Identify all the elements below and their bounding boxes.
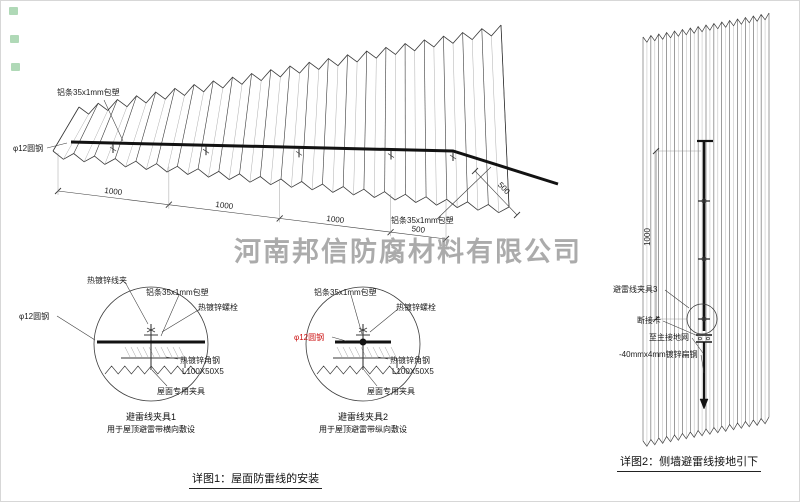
roof-linework [46, 24, 559, 243]
detail2-title: 避雷线夹具2 [337, 412, 388, 422]
wall-label-clamp3: 避雷线夹具3 [613, 285, 658, 294]
roof-dim-span2: 1000 [215, 200, 234, 211]
roof-label-strip-top: 铝条35x1mm包塑 [57, 88, 120, 97]
detail1-label-round-steel: φ12圆钢 [19, 312, 50, 321]
stamp-mark [9, 7, 18, 15]
roof-dim-side: 500 [496, 180, 512, 196]
roof-dim-span4: 500 [411, 224, 426, 235]
detail2-label-angle-size: L100X50X5 [392, 367, 434, 376]
detail2-label-fixture: 屋面专用夹具 [367, 387, 415, 396]
detail2-label-angle: 热镀锌角钢 [390, 356, 430, 365]
detail1-label-strip: 铝条35x1mm包塑 [146, 288, 209, 297]
roof-label-strip-right: 铝条35x1mm包塑 [391, 216, 454, 225]
stamp-mark [10, 35, 19, 43]
roof-label-round-steel: φ12圆钢 [13, 144, 44, 153]
detail1-label-angle: 热镀锌角钢 [180, 356, 220, 365]
stamp-mark [11, 63, 20, 71]
roof-isometric-drawing: 1000 1000 1000 500 500 [46, 24, 559, 243]
detail1-label-angle-size: L100X50X5 [182, 367, 224, 376]
detail1-label-fixture: 屋面专用夹具 [157, 387, 205, 396]
wall-dim-1000: 1000 [643, 228, 652, 246]
detail2-label-round-steel: φ12圆钢 [294, 333, 325, 342]
detail1-label-clamp: 热镀锌线夹 [87, 276, 127, 285]
wall-label-ground: 至主接地网 [649, 333, 689, 342]
detail-linework [56, 281, 421, 402]
company-watermark: 河南邦信防腐材料有限公司 [234, 237, 582, 267]
detail1-title: 避雷线夹具1 [125, 412, 176, 422]
detail1-label-bolt: 热镀锌螺栓 [198, 303, 238, 312]
caption-detail2: 详图2：侧墙避雷线接地引下 [617, 453, 762, 472]
detail2-subtitle: 用于屋顶避雷带纵向敷设 [319, 425, 407, 434]
caption-detail1: 详图1：屋面防雷线的安装 [189, 470, 323, 489]
roof-dim-span1: 1000 [104, 186, 123, 197]
wall-label-flat-steel: -40mmx4mm镀锌扁钢 [619, 350, 698, 359]
wall-label-disconnect: 断接卡 [637, 316, 661, 325]
detail1-subtitle: 用于屋顶避雷带横向敷设 [107, 425, 195, 434]
roof-dim-span3: 1000 [326, 214, 345, 225]
detail2-label-strip: 铝条35x1mm包塑 [314, 288, 377, 297]
wall-elevation-drawing: 1000 [642, 12, 770, 447]
detail2-label-bolt: 热镀锌螺栓 [396, 303, 436, 312]
detail-circles-drawing [56, 281, 421, 402]
wall-linework [642, 12, 770, 447]
